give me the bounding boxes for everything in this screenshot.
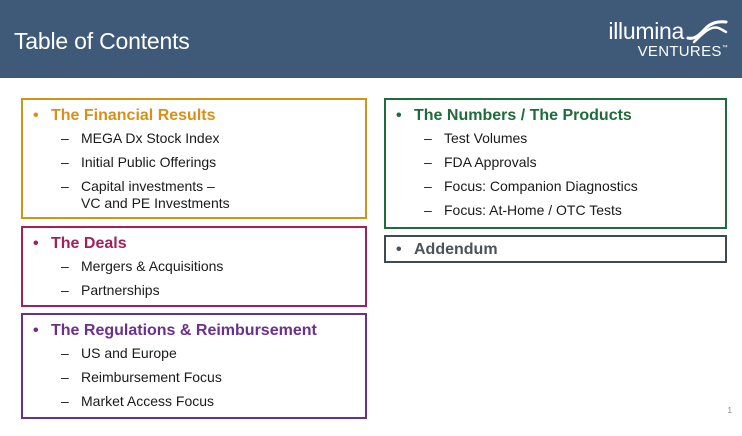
item-text: Initial Public Offerings bbox=[81, 154, 217, 170]
item-text: Partnerships bbox=[81, 282, 160, 298]
list-item: –Mergers & Acquisitions bbox=[33, 258, 355, 275]
bullet-icon: • bbox=[396, 241, 402, 258]
section-heading: • The Deals bbox=[33, 234, 355, 254]
list-item: –Reimbursement Focus bbox=[33, 369, 355, 386]
bullet-icon: • bbox=[396, 107, 402, 124]
slide-title: Table of Contents bbox=[14, 28, 190, 54]
heading-text: The Regulations & Reimbursement bbox=[51, 322, 317, 339]
dash-icon: – bbox=[61, 369, 69, 385]
dash-icon: – bbox=[61, 282, 69, 298]
logo-subtitle: VENTURES™ bbox=[638, 43, 728, 60]
dash-icon: – bbox=[61, 393, 69, 409]
item-text: Market Access Focus bbox=[81, 393, 215, 409]
bullet-icon: • bbox=[33, 235, 39, 252]
list-item: –Focus: Companion Diagnostics bbox=[396, 178, 715, 195]
section-regulations-reimbursement: •The Regulations & Reimbursement –US and… bbox=[21, 313, 367, 419]
bullet-icon: • bbox=[33, 322, 39, 339]
list-item: –Partnerships bbox=[33, 282, 355, 299]
heading-text: The Deals bbox=[51, 235, 127, 252]
item-text: Capital investments – bbox=[81, 178, 215, 194]
item-text: MEGA Dx Stock Index bbox=[81, 130, 220, 146]
logo-trademark: ™ bbox=[721, 45, 728, 51]
item-text: Focus: At-Home / OTC Tests bbox=[444, 202, 622, 218]
logo-subtitle-text: VENTURES bbox=[637, 43, 722, 60]
heading-text: The Financial Results bbox=[51, 107, 216, 124]
dash-icon: – bbox=[424, 130, 432, 146]
section-numbers-products: •The Numbers / The Products –Test Volume… bbox=[384, 98, 727, 229]
subitem-list: –MEGA Dx Stock Index –Initial Public Off… bbox=[33, 130, 355, 212]
item-text: US and Europe bbox=[81, 345, 177, 361]
dash-icon: – bbox=[61, 178, 69, 194]
subitem-list: –Test Volumes –FDA Approvals –Focus: Com… bbox=[396, 130, 715, 219]
dash-icon: – bbox=[424, 178, 432, 194]
heading-text: Addendum bbox=[414, 241, 498, 258]
item-text: Focus: Companion Diagnostics bbox=[444, 178, 638, 194]
section-deals: • The Deals –Mergers & Acquisitions –Part… bbox=[21, 226, 367, 307]
item-text: Reimbursement Focus bbox=[81, 369, 222, 385]
section-addendum: • Addendum bbox=[384, 235, 727, 263]
illumina-ventures-logo: illumina VENTURES™ bbox=[578, 18, 728, 66]
item-text-continued: VC and PE Investments bbox=[81, 195, 230, 211]
dash-icon: – bbox=[61, 154, 69, 170]
subitem-list: –US and Europe –Reimbursement Focus –Mar… bbox=[33, 345, 355, 410]
heading-text: The Numbers / The Products bbox=[414, 107, 632, 124]
dash-icon: – bbox=[61, 258, 69, 274]
dash-icon: – bbox=[61, 130, 69, 146]
dash-icon: – bbox=[424, 154, 432, 170]
logo-wordmark: illumina bbox=[608, 18, 684, 44]
list-item: –FDA Approvals bbox=[396, 154, 715, 171]
item-text: FDA Approvals bbox=[444, 154, 537, 170]
list-item: –Test Volumes bbox=[396, 130, 715, 147]
list-item: –US and Europe bbox=[33, 345, 355, 362]
page-number: 1 bbox=[727, 406, 732, 415]
list-item: –Initial Public Offerings bbox=[33, 154, 355, 171]
dash-icon: – bbox=[61, 345, 69, 361]
subitem-list: –Mergers & Acquisitions –Partnerships bbox=[33, 258, 355, 299]
bullet-icon: • bbox=[33, 107, 39, 124]
section-heading: • The Regulations & Reimbursement bbox=[33, 321, 355, 341]
section-heading: • The Financial Results bbox=[33, 106, 355, 126]
logo-swoosh-icon bbox=[686, 20, 728, 44]
dash-icon: – bbox=[424, 202, 432, 218]
slide-header: Table of Contents illumina VENTURES™ bbox=[0, 0, 742, 78]
list-item: –MEGA Dx Stock Index bbox=[33, 130, 355, 147]
list-item: –Capital investments –VC and PE Investme… bbox=[33, 178, 355, 212]
item-text: Mergers & Acquisitions bbox=[81, 258, 224, 274]
section-financial-results: •The Financial Results –MEGA Dx Stock In… bbox=[21, 98, 367, 219]
section-heading: • Addendum bbox=[396, 240, 715, 260]
list-item: –Focus: At-Home / OTC Tests bbox=[396, 202, 715, 219]
section-heading: • The Numbers / The Products bbox=[396, 106, 715, 126]
item-text: Test Volumes bbox=[444, 130, 528, 146]
list-item: –Market Access Focus bbox=[33, 393, 355, 410]
